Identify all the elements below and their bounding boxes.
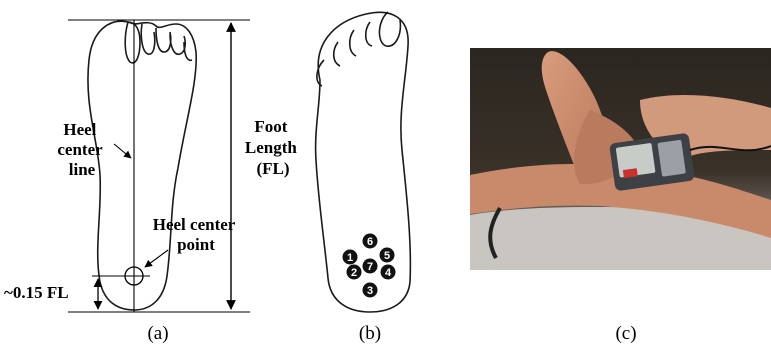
- caption-c: (c): [615, 323, 636, 344]
- pressure-sensor-3: 3: [363, 283, 378, 298]
- measurement-photo: [470, 48, 771, 270]
- svg-text:7: 7: [367, 261, 373, 273]
- pressure-sensor-4: 4: [381, 265, 396, 280]
- heel-center-point-pointer: [145, 250, 168, 267]
- caption-b: (b): [359, 323, 381, 344]
- caption-a: (a): [147, 323, 168, 344]
- panel-c: (c): [470, 48, 771, 344]
- pressure-sensor-5: 5: [380, 248, 395, 263]
- svg-text:5: 5: [384, 250, 390, 262]
- pressure-sensor-6: 6: [363, 234, 378, 249]
- foot-outline-a: [88, 21, 196, 310]
- svg-text:3: 3: [367, 285, 373, 297]
- svg-text:6: 6: [367, 236, 373, 248]
- pressure-sensor-2: 2: [347, 265, 362, 280]
- foot-length-label: Foot Length (FL): [245, 117, 301, 178]
- pressure-sensor-1: 1: [343, 250, 358, 265]
- pressure-sensor-7: 7: [363, 259, 378, 274]
- svg-text:2: 2: [351, 267, 357, 279]
- heel-center-point-label: Heel center point: [153, 215, 240, 254]
- svg-text:1: 1: [347, 252, 353, 264]
- panel-b: 1 2 3 4 5 6 7 (b): [316, 12, 411, 344]
- svg-text:4: 4: [385, 267, 392, 279]
- panel-a: Heel center line Foot Length (FL) Heel c…: [4, 20, 301, 344]
- offset-label: ~0.15 FL: [4, 283, 69, 302]
- heel-center-line-pointer: [114, 144, 131, 158]
